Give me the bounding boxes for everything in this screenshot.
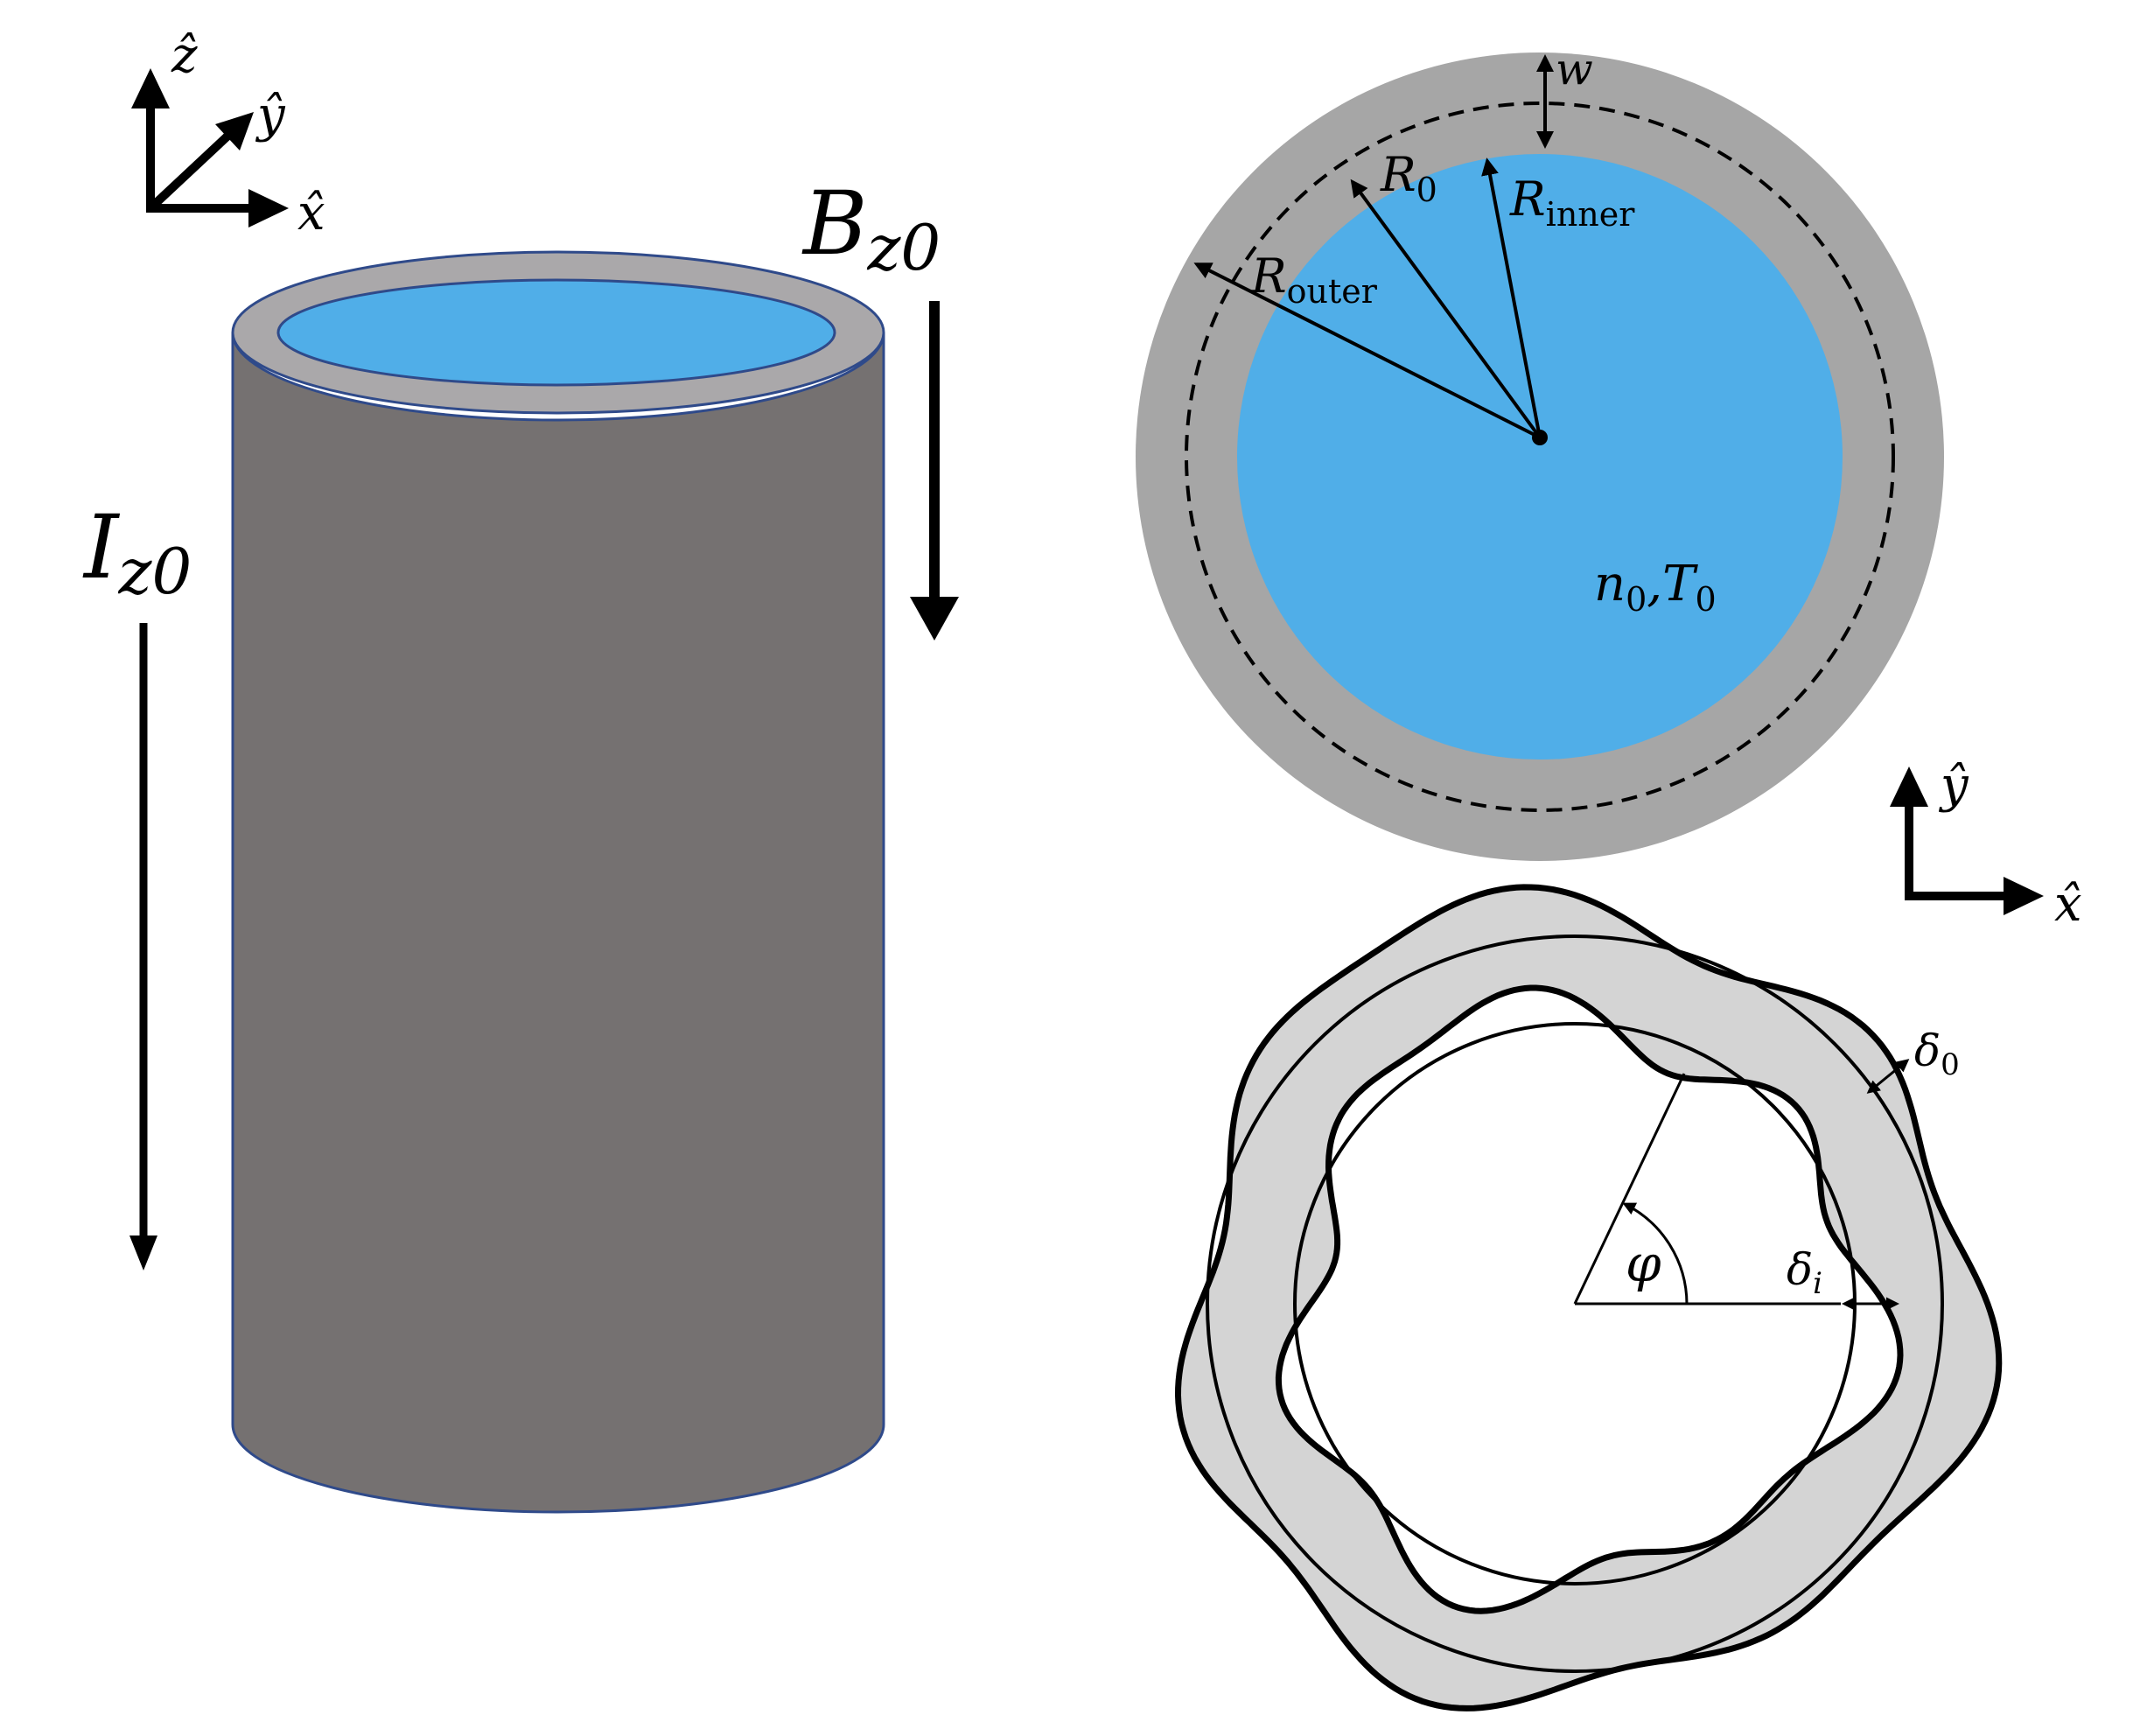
cylinder-plasma-top bbox=[276, 278, 836, 387]
outer-amplitude-symbol: δ bbox=[1914, 1026, 1941, 1076]
r-outer-subscript: outer bbox=[1287, 272, 1378, 311]
y-axis-arrow bbox=[149, 128, 236, 210]
r-inner-arrow bbox=[1481, 158, 1542, 438]
inner-amplitude-label: δi bbox=[1787, 1244, 1822, 1301]
r-inner-subscript: inner bbox=[1546, 195, 1636, 234]
r-outer-symbol: R bbox=[1250, 248, 1287, 304]
density-symbol: n bbox=[1594, 556, 1626, 612]
axes-3d: ẑ ŷ x̂ bbox=[131, 27, 325, 242]
r0-subscript: 0 bbox=[1416, 171, 1437, 209]
current-arrowhead bbox=[129, 1236, 157, 1270]
field-arrowhead bbox=[910, 597, 959, 640]
x-axis-label: x̂ bbox=[297, 185, 325, 242]
field-symbol: B bbox=[801, 172, 868, 275]
inner-amplitude-symbol: δ bbox=[1787, 1244, 1813, 1295]
current-symbol: I bbox=[82, 496, 121, 598]
r0-symbol: R bbox=[1380, 147, 1416, 202]
r0-label: R0 bbox=[1380, 147, 1437, 209]
x2-axis-label: x̂ bbox=[2054, 876, 2082, 933]
liner-cylinder bbox=[231, 250, 885, 1514]
axes-2d: ŷ x̂ bbox=[1890, 757, 2082, 933]
r-outer-label: Router bbox=[1250, 248, 1378, 311]
field-subscript: z0 bbox=[867, 211, 941, 284]
cylinder-body bbox=[231, 332, 885, 1514]
perturbed-inner-boundary bbox=[1275, 984, 1904, 1614]
angle-ray bbox=[1573, 1073, 1686, 1305]
outer-amplitude-arrow bbox=[1866, 1059, 1910, 1094]
y-axis-arrowhead bbox=[215, 112, 254, 150]
r0-arrow bbox=[1350, 178, 1542, 439]
x2-axis-arrowhead bbox=[2004, 877, 2044, 915]
z-axis-arrowhead bbox=[131, 68, 170, 108]
r-inner-symbol: R bbox=[1509, 172, 1546, 227]
y2-axis-label: ŷ bbox=[1938, 757, 1969, 814]
field-indicator: Bz0 bbox=[801, 172, 959, 640]
field-label: Bz0 bbox=[801, 172, 941, 284]
angle-label: φ bbox=[1626, 1234, 1661, 1293]
r-outer-arrow bbox=[1193, 262, 1541, 439]
x-axis-arrowhead bbox=[248, 189, 289, 228]
state-label: n0,T0 bbox=[1594, 556, 1717, 619]
r0-dashed-circle bbox=[1185, 102, 1895, 812]
y-axis-label: ŷ bbox=[255, 87, 286, 144]
width-label: w bbox=[1556, 44, 1593, 94]
outer-amplitude-label: δ0 bbox=[1914, 1026, 1960, 1082]
perturbed-cross-section: φ δi δ0 bbox=[1174, 884, 2003, 1712]
angle-arc bbox=[1622, 1202, 1689, 1305]
outer-amplitude-subscript: 0 bbox=[1941, 1047, 1960, 1082]
temperature-subscript: 0 bbox=[1695, 580, 1716, 619]
density-subscript: 0 bbox=[1626, 580, 1647, 619]
z-axis-label: ẑ bbox=[171, 27, 198, 84]
unperturbed-outer-circle bbox=[1206, 934, 1944, 1673]
r-inner-label: Rinner bbox=[1509, 172, 1635, 234]
plasma-core bbox=[1237, 154, 1843, 760]
state-separator: , bbox=[1647, 556, 1662, 612]
current-label: Iz0 bbox=[82, 496, 192, 608]
y2-axis-arrowhead bbox=[1890, 766, 1928, 807]
current-indicator: Iz0 bbox=[82, 496, 192, 1270]
inner-amplitude-subscript: i bbox=[1813, 1266, 1822, 1301]
cross-section: w R0 Rinner Router n0,T0 bbox=[1136, 44, 1944, 861]
temperature-symbol: T bbox=[1662, 556, 1698, 612]
current-subscript: z0 bbox=[118, 535, 192, 608]
